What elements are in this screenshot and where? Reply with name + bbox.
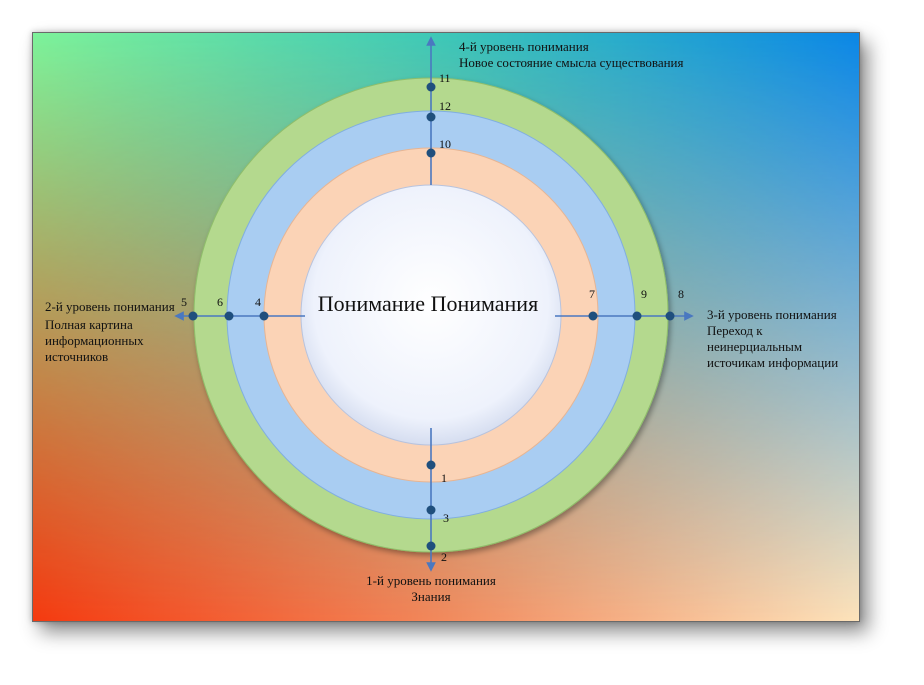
point-7-dot (588, 311, 598, 321)
point-10-dot (426, 148, 436, 158)
point-11-label: 11 (439, 71, 451, 85)
point-7-label: 7 (589, 287, 595, 301)
point-3-label: 3 (443, 511, 449, 525)
diagram-canvas (33, 33, 859, 621)
point-9-dot (632, 311, 642, 321)
level2-title: 2-й уровень понимания (45, 299, 175, 314)
point-6-dot (224, 311, 234, 321)
level4-title: 4-й уровень понимания (459, 39, 589, 54)
point-3-dot (426, 505, 436, 515)
point-2-dot (426, 541, 436, 551)
point-4-label: 4 (255, 295, 261, 309)
level4-subtitle: Новое состояние смысла существования (459, 55, 684, 70)
center-title: Понимание Понимания (317, 291, 539, 316)
point-10-label: 10 (439, 137, 451, 151)
diagram-frame: Понимание Понимания 11 12 10 1 3 2 5 6 4… (32, 32, 860, 622)
level1-title: 1-й уровень понимания (366, 573, 496, 588)
level3-line4: источикам информации (707, 355, 839, 370)
level2-line2: Полная картина (45, 317, 133, 332)
point-11-dot (426, 82, 436, 92)
point-8-dot (665, 311, 675, 321)
point-1-dot (426, 460, 436, 470)
level3-line2: Переход к (707, 323, 763, 338)
level3-line3: неинерциальным (707, 339, 803, 354)
point-12-label: 12 (439, 99, 451, 113)
point-4-dot (259, 311, 269, 321)
level2-line4: источников (45, 349, 109, 364)
point-6-label: 6 (217, 295, 223, 309)
point-9-label: 9 (641, 287, 647, 301)
level3-title: 3-й уровень понимания (707, 307, 837, 322)
point-2-label: 2 (441, 550, 447, 564)
point-12-dot (426, 112, 436, 122)
point-8-label: 8 (678, 287, 684, 301)
level2-line3: информационных (45, 333, 144, 348)
level1-subtitle: Знания (411, 589, 451, 604)
point-5-label: 5 (181, 295, 187, 309)
point-5-dot (188, 311, 198, 321)
point-1-label: 1 (441, 471, 447, 485)
